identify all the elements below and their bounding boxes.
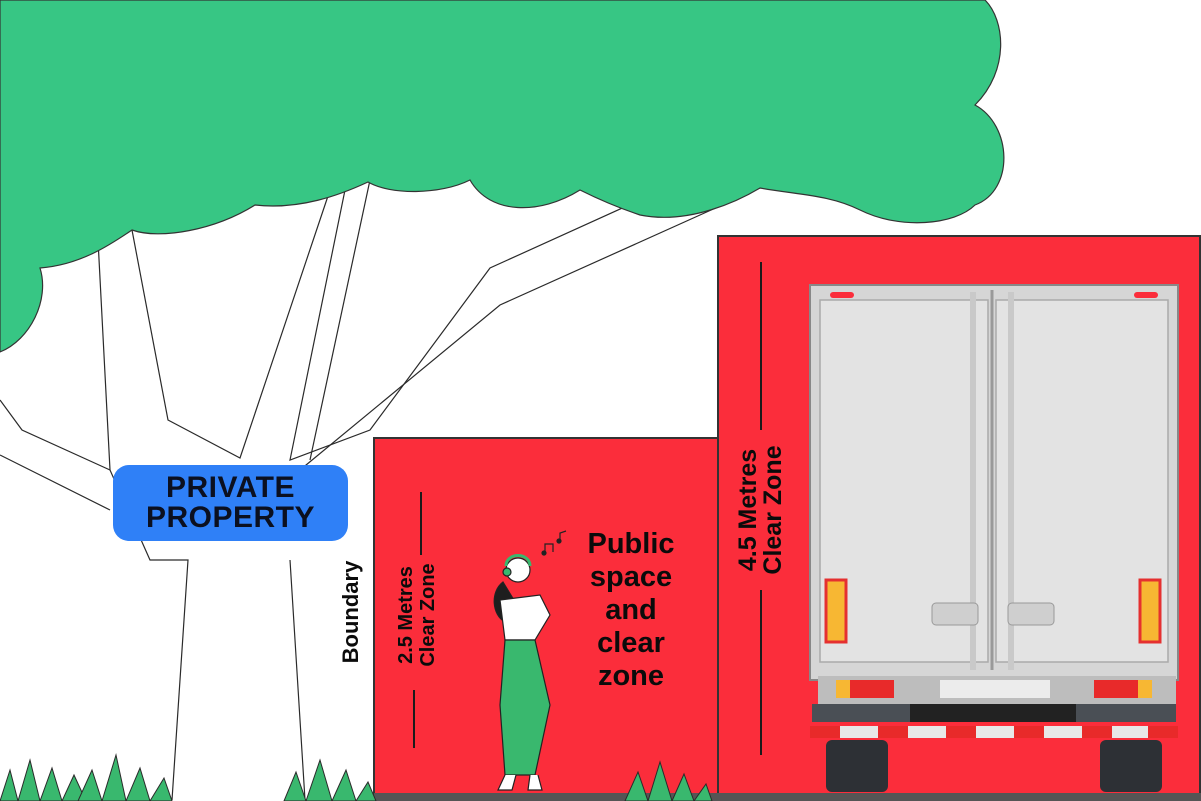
clear-zone-4-5m-label: 4.5 Metres Clear Zone bbox=[734, 445, 787, 575]
public-space-line: and bbox=[605, 594, 657, 626]
public-space-line: space bbox=[589, 561, 673, 593]
public-space-line: zone bbox=[597, 660, 665, 692]
clear-zone-2-5m-line1: 2.5 Metres bbox=[395, 566, 417, 664]
grass-tuft-icon bbox=[0, 753, 713, 801]
public-space-label: Public space and clear zone bbox=[566, 528, 696, 693]
private-property-label-line1: PRIVATE bbox=[165, 471, 296, 504]
clear-zone-4-5m-line2: Clear Zone bbox=[759, 445, 787, 575]
truck-rear-icon bbox=[809, 284, 1179, 792]
public-space-line: clear bbox=[597, 627, 665, 659]
music-notes-icon bbox=[541, 530, 567, 556]
clear-zone-4-5m-line1: 4.5 Metres bbox=[734, 448, 762, 572]
pedestrian-icon bbox=[493, 554, 551, 791]
private-property-tag: PRIVATE PROPERTY bbox=[113, 465, 348, 541]
public-space-line: Public bbox=[587, 528, 675, 560]
clear-zone-2-5m-label: 2.5 Metres Clear Zone bbox=[395, 563, 439, 666]
tree-icon bbox=[0, 0, 1005, 353]
ground-strip bbox=[374, 793, 1201, 801]
private-property-label-line2: PROPERTY bbox=[145, 501, 316, 534]
boundary-label: Boundary bbox=[338, 560, 363, 664]
tree-trunk-icon bbox=[0, 179, 761, 801]
dimension-line-2-5m bbox=[413, 492, 422, 748]
clear-zone-2-5m-line2: Clear Zone bbox=[417, 563, 439, 667]
